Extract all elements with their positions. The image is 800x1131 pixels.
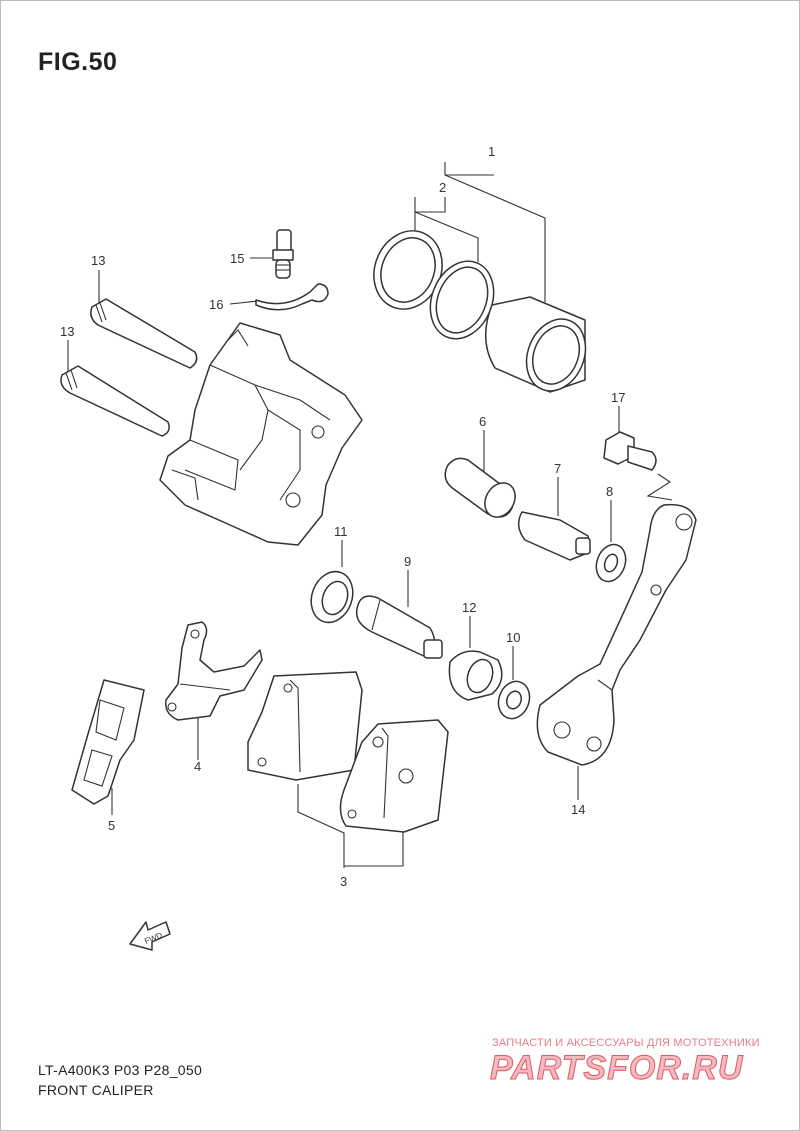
part-12-boot (448, 650, 503, 701)
part-6-sleeve (444, 457, 516, 518)
part-4-spring (165, 621, 263, 721)
figure-name: FRONT CALIPER (38, 1082, 154, 1098)
callout-16: 16 (209, 297, 223, 312)
part-10-washer (497, 680, 531, 720)
callout-15: 15 (230, 251, 244, 266)
fwd-arrow-icon: FWD (129, 921, 171, 951)
part-16-clip (255, 283, 329, 311)
caliper-body (159, 322, 363, 546)
callout-4: 4 (194, 759, 201, 774)
callout-13b: 13 (60, 324, 74, 339)
leader-lines (67, 162, 673, 868)
callout-17: 17 (611, 390, 625, 405)
part-9-pin (355, 595, 443, 659)
callout-11: 11 (334, 524, 348, 539)
callout-5: 5 (108, 818, 115, 833)
part-14-bracket (536, 503, 697, 766)
callout-14: 14 (571, 802, 585, 817)
figure-code: LT-A400K3 P03 P28_050 (38, 1062, 203, 1078)
part-15-bleeder-screw (272, 229, 294, 279)
callout-7: 7 (554, 461, 561, 476)
callout-8: 8 (606, 484, 613, 499)
callout-1: 1 (488, 144, 495, 159)
watermark-line1: ЗАПЧАСТИ И АКСЕССУАРЫ ДЛЯ МОТОТЕХНИКИ (492, 1037, 760, 1049)
part-8-washer (595, 543, 627, 583)
callout-10: 10 (506, 630, 520, 645)
callout-12: 12 (462, 600, 476, 615)
callout-13a: 13 (91, 253, 105, 268)
part-2-seals (373, 230, 495, 340)
part-11-boot (310, 570, 354, 624)
part-5-shim (71, 679, 145, 805)
callout-labels: 1 2 3 4 5 6 7 8 9 10 11 12 13 13 14 15 1… (60, 144, 625, 889)
part-7-bolt (517, 511, 591, 561)
callout-2: 2 (439, 180, 446, 195)
part-13-pins (60, 298, 198, 437)
callout-3: 3 (340, 874, 347, 889)
part-17-bolt (603, 431, 657, 471)
watermark-logo: PARTSFOR.RU (489, 1049, 744, 1088)
part-1-piston (484, 296, 587, 393)
callout-6: 6 (479, 414, 486, 429)
figure-title: FIG.50 (38, 48, 118, 76)
part-3-pads (247, 671, 449, 833)
callout-9: 9 (404, 554, 411, 569)
